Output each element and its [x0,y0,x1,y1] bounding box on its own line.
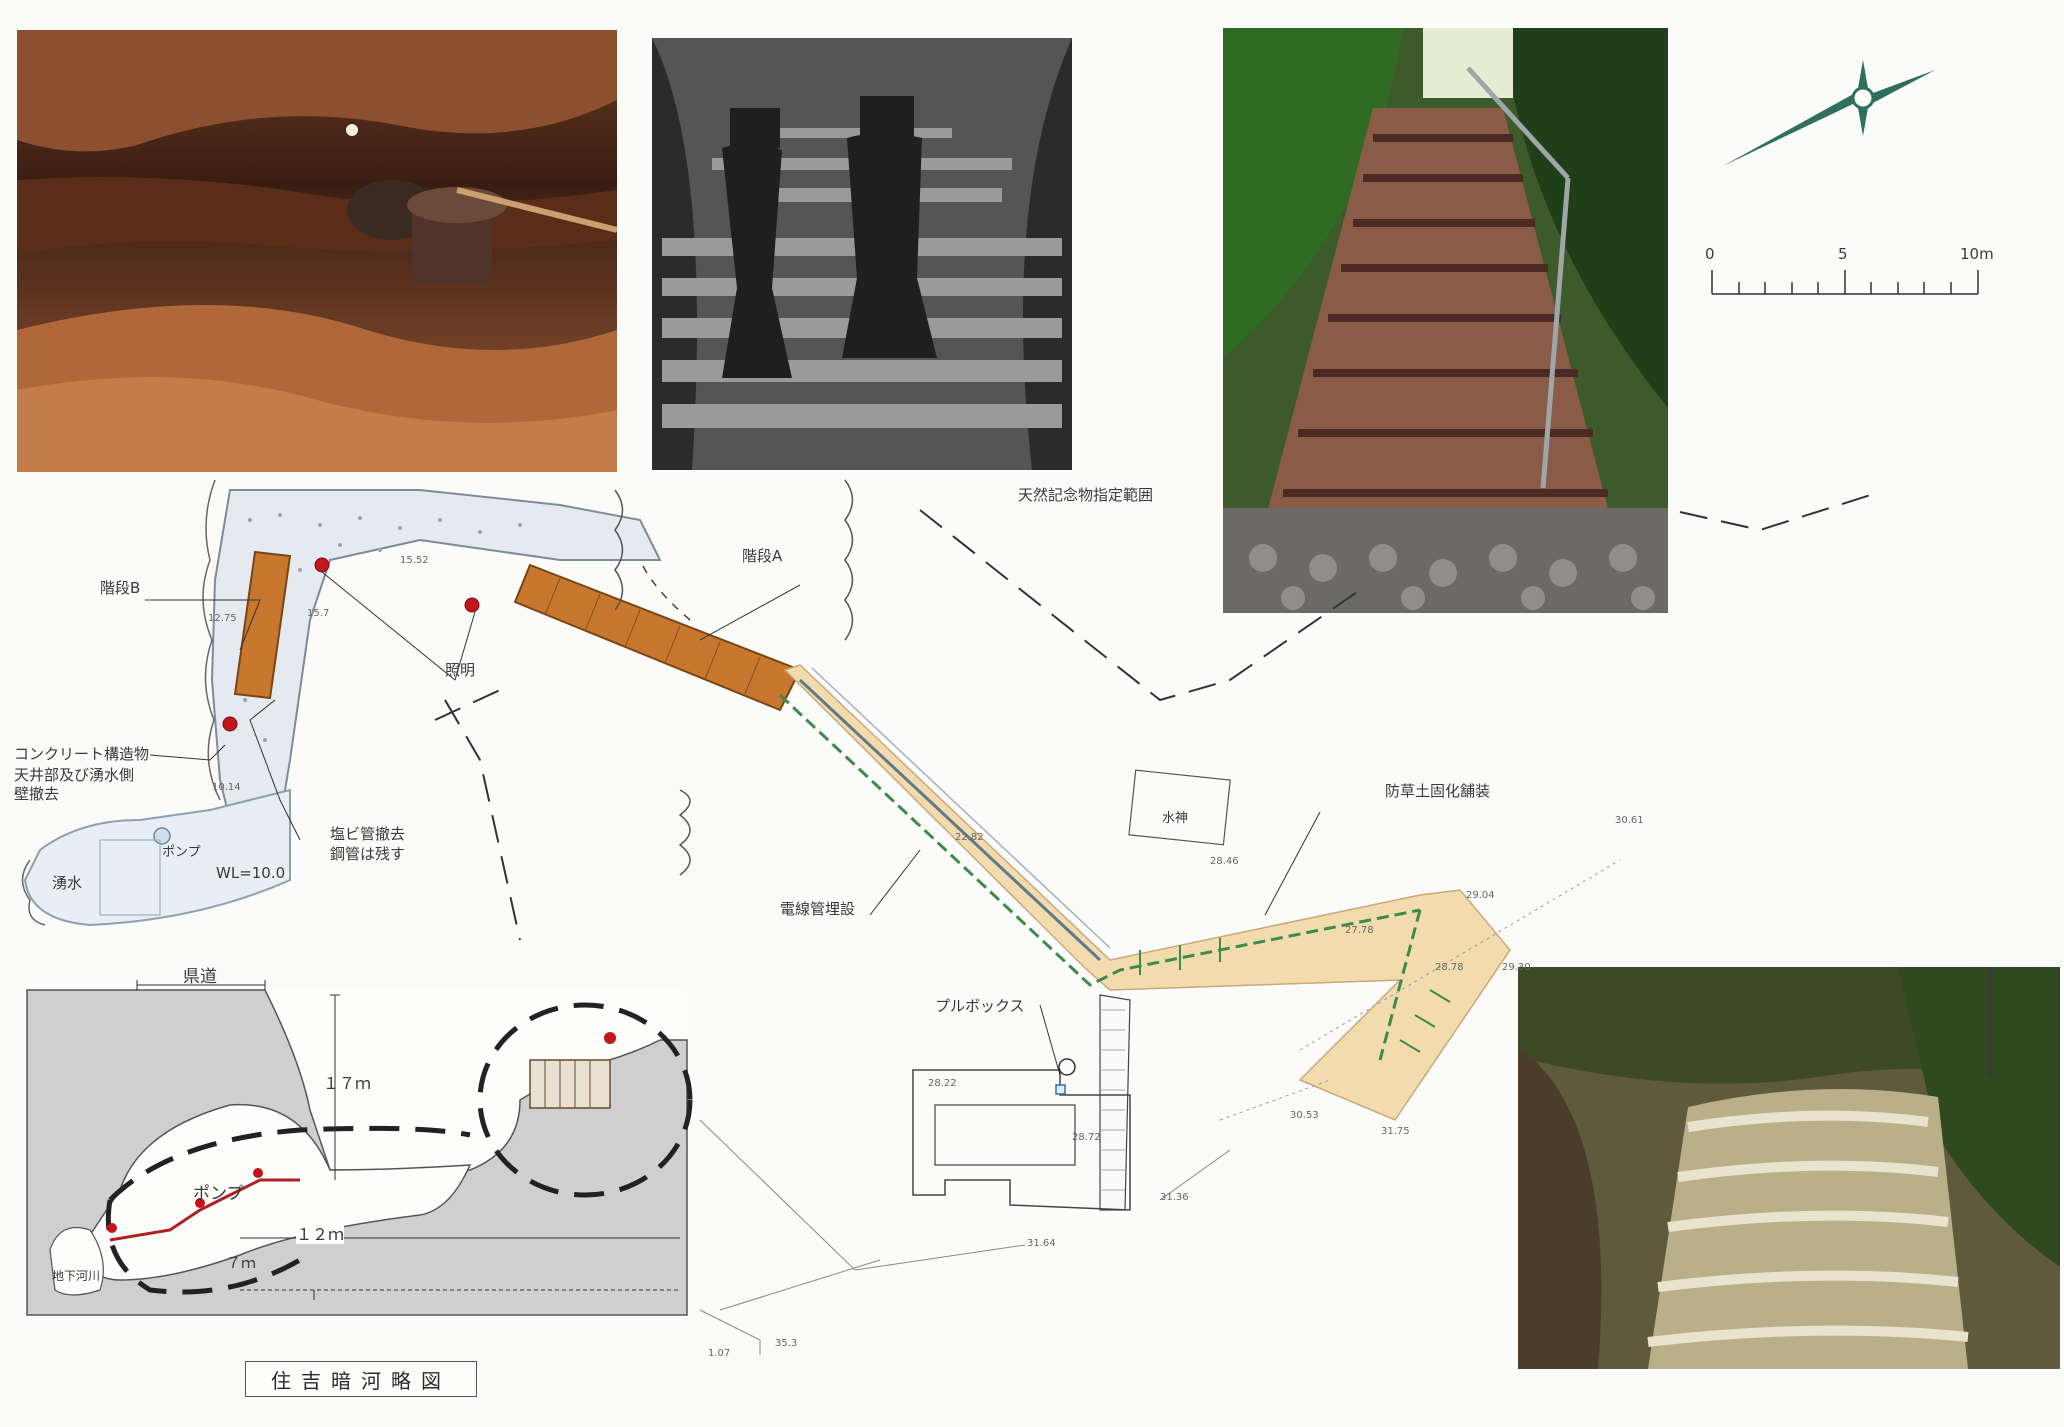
elevation-label: 27.78 [1345,925,1374,936]
upper-dashed-boundary [634,519,691,621]
label-concrete-structure: コンクリート構造物 [14,745,150,763]
label-underground-river: 地下河川 [52,1269,101,1283]
label-ceiling-removal-2: 壁撤去 [14,785,60,803]
concrete-structure [210,489,662,842]
modern-stairs-photo [1223,28,1668,613]
scale-bar [1711,270,1979,295]
section-stairs [109,1178,300,1242]
lamp-icon [222,557,480,732]
label-soil-paving: 防草土固化舗装 [1385,782,1491,800]
label-spring: 湧水 [52,874,83,892]
label-lighting: 照明 [445,661,476,679]
cave-interior-photo [17,30,617,472]
cross-section-diagram [26,980,693,1316]
elevation-label: 30.61 [1615,815,1644,826]
elevation-label: 15.52 [400,555,429,566]
label-ceiling-removal-1: 天井部及び湧水側 [14,766,135,784]
elevation-label: 31.36 [1160,1192,1189,1203]
label-stairs-a: 階段A [742,547,783,565]
natural-monument-boundary [434,491,1881,941]
pump-icon [153,827,171,845]
elevation-label: 10.14 [212,782,241,793]
label-water-god: 水神 [1162,811,1189,826]
label-electric-conduit: 電線管埋設 [780,900,856,918]
label-section-height: １７ｍ [323,1074,372,1093]
elevation-label: 30.53 [1290,1110,1319,1121]
label-section-pump: ポンプ [193,1184,244,1204]
spring-area [23,788,291,927]
dashed-ellipse-right [477,1002,693,1198]
cave-cavity [79,1103,472,1281]
historical-stairs-photo [652,38,1072,470]
scale-label-10m: 10m [1960,245,1994,263]
scale-label-5: 5 [1838,245,1848,263]
label-section-length: １２ｍ [296,1225,345,1245]
label-water-level: WL=10.0 [216,864,286,882]
pull-box-icon [1055,1084,1066,1095]
elevation-label: 28.22 [928,1078,957,1089]
north-arrow-icon [1723,60,1935,166]
elevation-label: 35.3 [775,1338,798,1349]
elevation-label: 22.82 [955,832,984,843]
elevation-label: 1.07 [708,1348,731,1359]
label-prefectural-road: 県道 [183,967,217,987]
label-pvc-removal-1: 塩ビ管撤去 [330,825,406,843]
paved-path [783,664,1511,1121]
label-section-depth: ７ｍ [226,1254,257,1272]
label-pump: ポンプ [162,845,201,860]
label-pull-box: プルボックス [935,997,1025,1015]
elevation-label: 29.04 [1466,890,1495,901]
scale-label-0: 0 [1705,245,1715,263]
label-natural-monument: 天然記念物指定範囲 [1018,486,1154,504]
elevation-label: 31.64 [1027,1238,1056,1249]
dashed-ellipse-left [108,1125,471,1202]
stairs-a [513,563,802,712]
elevation-label: 28.72 [1072,1132,1101,1143]
elevation-label: 28.78 [1435,962,1464,973]
elevation-label: 29.30 [1502,962,1531,973]
elevation-label: 28.46 [1210,856,1239,867]
elevation-label: 31.75 [1381,1126,1410,1137]
elevation-label: 15.7 [307,608,330,619]
label-pvc-removal-2: 鋼管は残す [330,845,406,863]
diagram-title: 住吉暗河略図 [245,1361,477,1397]
elevation-label: 12.75 [208,613,237,624]
water-god-box [1128,769,1231,846]
label-stairs-b: 階段B [100,579,141,597]
electric-conduit [778,693,1422,1061]
stone-steps-photo [1518,967,2060,1369]
